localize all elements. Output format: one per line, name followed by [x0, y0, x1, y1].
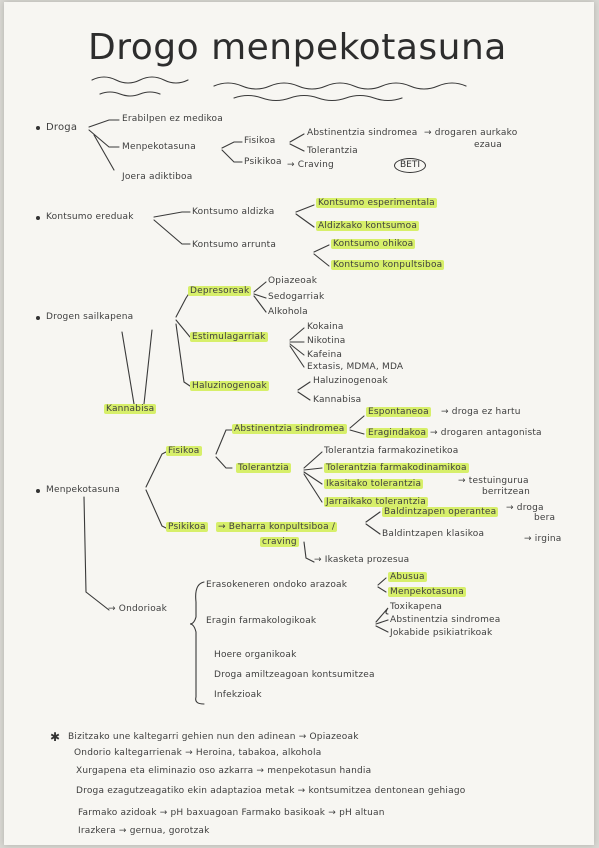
tol-item-2: Tolerantzia farmakodinamikoa — [324, 463, 469, 473]
ondorioak-label: → Ondorioak — [108, 604, 168, 614]
droga-label: Droga — [46, 122, 78, 133]
est-item-2: Nikotina — [307, 336, 346, 346]
menp-psikikoa: Psikikoa — [166, 522, 208, 532]
ond-item-4: Droga amiltzeagoan kontsumitzea — [214, 670, 375, 680]
kontsumo-arrunta: Kontsumo arrunta — [192, 240, 277, 250]
note-5: Farmako azidoak → pH baxuagoan Farmako b… — [78, 808, 385, 818]
bullet — [36, 489, 40, 493]
dep-item-1: Opiazeoak — [268, 276, 318, 286]
droga-fisikoa: Fisikoa — [244, 136, 276, 146]
psik-operantea: Baldintzapen operantea — [382, 507, 499, 517]
droga-tol: Tolerantzia — [307, 146, 358, 156]
hal-item-2: Kannabisa — [313, 395, 362, 405]
eras-menpekotasuna: Menpekotasuna — [388, 587, 466, 597]
menpekotasuna-label: Menpekotasuna — [46, 485, 120, 495]
beti-badge: BETI — [394, 158, 427, 173]
tol-item-1: Tolerantzia farmakozinetikoa — [324, 446, 459, 456]
eragin-item-3: Jokabide psikiatrikoak — [390, 628, 493, 638]
est-item-3: Kafeina — [307, 350, 343, 360]
psik-note-2: → irgina — [524, 534, 562, 544]
ond-item-5: Infekzioak — [214, 690, 262, 700]
droga-craving: → Craving — [287, 160, 334, 170]
note-6: Irazkera → gernua, gorotzak — [78, 826, 210, 836]
kontsumo-aldizka: Kontsumo aldizka — [192, 207, 275, 217]
kontsumo-label: Kontsumo ereduak — [46, 212, 134, 222]
kontsumo-ohikoa: Kontsumo ohikoa — [331, 239, 416, 249]
ond-item-1: Erasokeneren ondoko arazoak — [206, 580, 348, 590]
est-item-1: Kokaina — [307, 322, 344, 332]
tol-item-4: Jarraikako tolerantzia — [324, 497, 428, 507]
note-3: Xurgapena eta eliminazio oso azkarra → m… — [76, 766, 372, 776]
kontsumo-esperimentala: Kontsumo esperimentala — [316, 198, 437, 208]
ond-item-2: Eragin farmakologikoak — [206, 616, 317, 626]
dep-item-3: Alkohola — [268, 307, 308, 317]
note-4: Droga ezagutzeagatiko ekin adaptazioa me… — [76, 786, 466, 796]
est-item-4: Extasis, MDMA, MDA — [307, 362, 404, 372]
bullet — [36, 216, 40, 220]
abst-note-1: → droga ez hartu — [441, 407, 521, 417]
ikasitako-note: → testuingurua — [458, 476, 529, 486]
droga-item-3: Joera adiktiboa — [122, 172, 193, 182]
bullet — [36, 126, 40, 130]
menp-fisikoa: Fisikoa — [166, 446, 202, 456]
page-title: Drogo menpekotasuna — [88, 27, 507, 68]
bullet — [36, 316, 40, 320]
psik-klasikoa: Baldintzapen klasikoa — [382, 529, 485, 539]
mind-map-lines — [83, 76, 467, 705]
psik-note-extra: bera — [534, 513, 556, 523]
droga-abst: Abstinentzia sindromea — [307, 128, 418, 138]
kontsumo-aldizkakoa: Aldizkako kontsumoa — [316, 221, 420, 231]
tol-item-3: Ikasitako tolerantzia — [324, 479, 424, 489]
psik-desc: → Beharra konpultsiboa / — [216, 522, 338, 532]
note-1: Bizitzako une kaltegarri gehien nun den … — [68, 732, 359, 742]
estimulagarriak: Estimulagarriak — [190, 332, 268, 342]
asterisk-icon: ✱ — [50, 730, 61, 744]
abst-eragindakoa: Eragindakoa — [366, 428, 429, 438]
droga-item-2: Menpekotasuna — [122, 142, 196, 152]
droga-item-1: Erabilpen ez medikoa — [122, 114, 223, 124]
kontsumo-konpultsiboa: Kontsumo konpultsiboa — [331, 260, 445, 270]
droga-abst-note2: ezaua — [474, 140, 502, 150]
droga-abst-note: → drogaren aurkako — [424, 128, 518, 138]
eragin-item-1: Toxikapena — [390, 602, 443, 612]
ikasketa-prozesua: → Ikasketa prozesua — [314, 555, 410, 565]
ikasitako-note2: berritzean — [482, 487, 531, 497]
psik-desc2: craving — [260, 537, 299, 547]
eragin-item-2: Abstinentzia sindromea — [390, 615, 501, 625]
sailkapena-label: Drogen sailkapena — [46, 312, 134, 322]
abst-note-2: → drogaren antagonista — [430, 428, 542, 438]
eras-abusua: Abusua — [388, 572, 427, 582]
haluzinogenoak: Haluzinogenoak — [190, 381, 269, 391]
ond-item-3: Hoere organikoak — [214, 650, 297, 660]
abst-espontaneoa: Espontaneoa — [366, 407, 431, 417]
note-2: Ondorio kaltegarrienak → Heroina, tabako… — [74, 748, 322, 758]
kannabisa-root: Kannabisa — [104, 404, 157, 414]
psik-note-1: → droga — [506, 503, 544, 513]
hal-item-1: Haluzinogenoak — [313, 376, 388, 386]
notebook-page: Drogo menpekotasuna Droga Erabilpen ez m… — [4, 2, 594, 845]
dep-item-2: Sedogarriak — [268, 292, 325, 302]
menp-abst: Abstinentzia sindromea — [232, 424, 347, 434]
droga-psikikoa: Psikikoa — [244, 157, 282, 167]
depresoreak: Depresoreak — [188, 286, 252, 296]
menp-tol: Tolerantzia — [236, 463, 291, 473]
